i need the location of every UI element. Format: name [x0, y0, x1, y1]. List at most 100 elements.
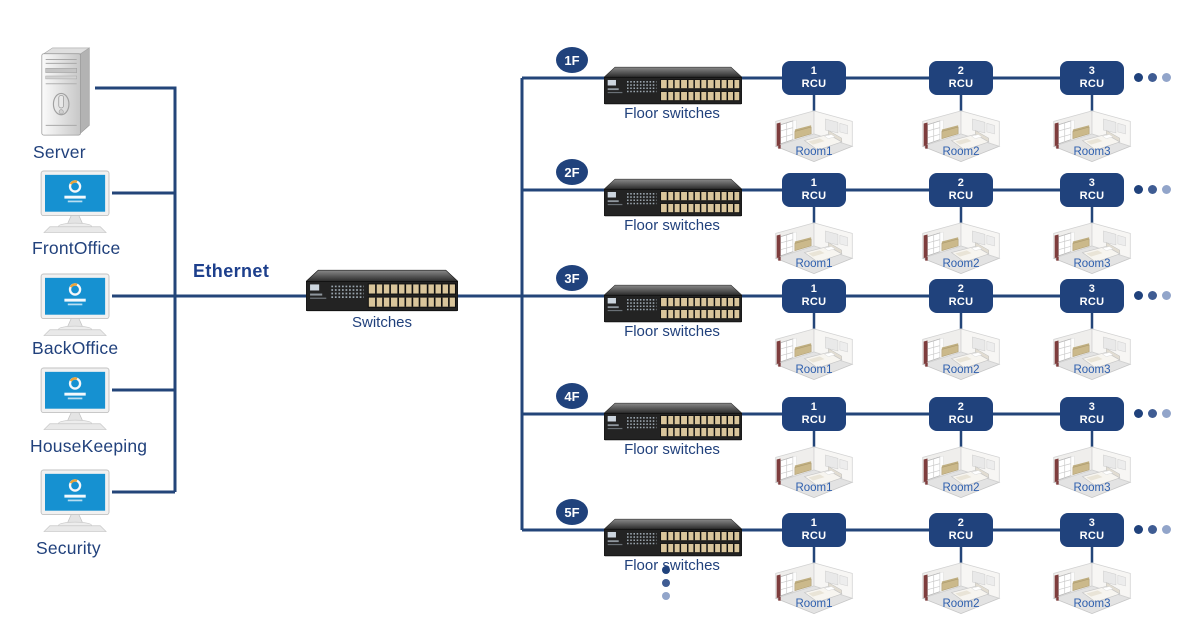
rcu-number: 1	[810, 176, 818, 189]
ethernet-label: Ethernet	[193, 261, 270, 281]
floor-switch-icon	[604, 402, 742, 441]
housekeeping-label: HouseKeeping	[30, 436, 148, 456]
rcu-number: 3	[1088, 64, 1096, 77]
room-label: Room3	[1073, 598, 1111, 610]
room-icon	[922, 328, 1000, 381]
rcu-label: RCU	[948, 78, 974, 90]
rcu-label: RCU	[948, 414, 974, 426]
floor-badge-text: 1F	[564, 52, 580, 68]
room-label: Room3	[1073, 482, 1111, 494]
room-label: Room1	[795, 146, 833, 158]
rcu-number: 2	[957, 400, 965, 413]
room-icon	[922, 562, 1000, 615]
room-icon	[1053, 562, 1131, 615]
room-label: Room2	[942, 482, 980, 494]
room-icon	[775, 562, 853, 615]
room: Room3	[1046, 444, 1138, 512]
room-icon	[922, 446, 1000, 499]
rcu-label: RCU	[1079, 190, 1105, 202]
room-icon	[1053, 110, 1131, 163]
room-icon	[775, 328, 853, 381]
room-label: Room2	[942, 146, 980, 158]
rcu-number: 1	[810, 282, 818, 295]
floor-switch-label: Floor switches	[624, 441, 720, 458]
room-icon	[1053, 446, 1131, 499]
room-icon	[775, 110, 853, 163]
security-label: Security	[36, 538, 101, 558]
more-floors-ellipsis-icon	[662, 566, 670, 600]
more-rcus-ellipsis-icon	[1134, 525, 1171, 534]
room-icon	[1053, 328, 1131, 381]
room-icon	[922, 222, 1000, 275]
room-label: Room2	[942, 364, 980, 376]
rcu-label: RCU	[1079, 414, 1105, 426]
central-switch-icon	[306, 269, 458, 312]
rcu-number: 3	[1088, 176, 1096, 189]
backoffice-label: BackOffice	[32, 338, 119, 358]
room: Room1	[768, 444, 860, 512]
rcu-number: 1	[810, 64, 818, 77]
rcu-number: 3	[1088, 282, 1096, 295]
rcu-label: RCU	[801, 530, 827, 542]
more-rcus-ellipsis-icon	[1134, 73, 1171, 82]
room-label: Room1	[795, 598, 833, 610]
room-label: Room2	[942, 258, 980, 270]
rcu-label: RCU	[801, 296, 827, 308]
rcu-label: RCU	[948, 296, 974, 308]
rcu-label: RCU	[948, 530, 974, 542]
monitor-icon	[40, 273, 111, 337]
more-rcus-ellipsis-icon	[1134, 185, 1171, 194]
floor-badge: 1F	[556, 47, 588, 73]
room: Room3	[1046, 326, 1138, 394]
room-label: Room3	[1073, 258, 1111, 270]
rcu-label: RCU	[801, 190, 827, 202]
room-icon	[1053, 222, 1131, 275]
more-rcus-ellipsis-icon	[1134, 291, 1171, 300]
room-label: Room2	[942, 598, 980, 610]
room: Room1	[768, 560, 860, 628]
rcu-label: RCU	[801, 78, 827, 90]
floor-badge: 3F	[556, 265, 588, 291]
room-icon	[775, 446, 853, 499]
floor-switch-label: Floor switches	[624, 105, 720, 122]
room: Room3	[1046, 560, 1138, 628]
room-icon	[775, 222, 853, 275]
room-label: Room3	[1073, 364, 1111, 376]
rcu-label: RCU	[1079, 530, 1105, 542]
floor-badge-text: 2F	[564, 164, 580, 180]
more-rcus-ellipsis-icon	[1134, 409, 1171, 418]
rcu-label: RCU	[801, 414, 827, 426]
room: Room2	[915, 220, 1007, 288]
rcu-number: 3	[1088, 516, 1096, 529]
frontoffice-label: FrontOffice	[32, 238, 121, 258]
floor-switch-label: Floor switches	[624, 217, 720, 234]
room: Room3	[1046, 108, 1138, 176]
floor-switch-label: Floor switches	[624, 557, 720, 574]
server-tower-icon	[41, 47, 90, 136]
room-label: Room1	[795, 364, 833, 376]
floor-switch-icon	[604, 178, 742, 217]
room-icon	[922, 110, 1000, 163]
room: Room2	[915, 326, 1007, 394]
monitor-icon	[40, 367, 111, 431]
floor-switch-icon	[604, 284, 742, 323]
monitor-icon	[40, 170, 111, 234]
rcu-number: 1	[810, 400, 818, 413]
rcu-number: 2	[957, 64, 965, 77]
room-label: Room1	[795, 258, 833, 270]
